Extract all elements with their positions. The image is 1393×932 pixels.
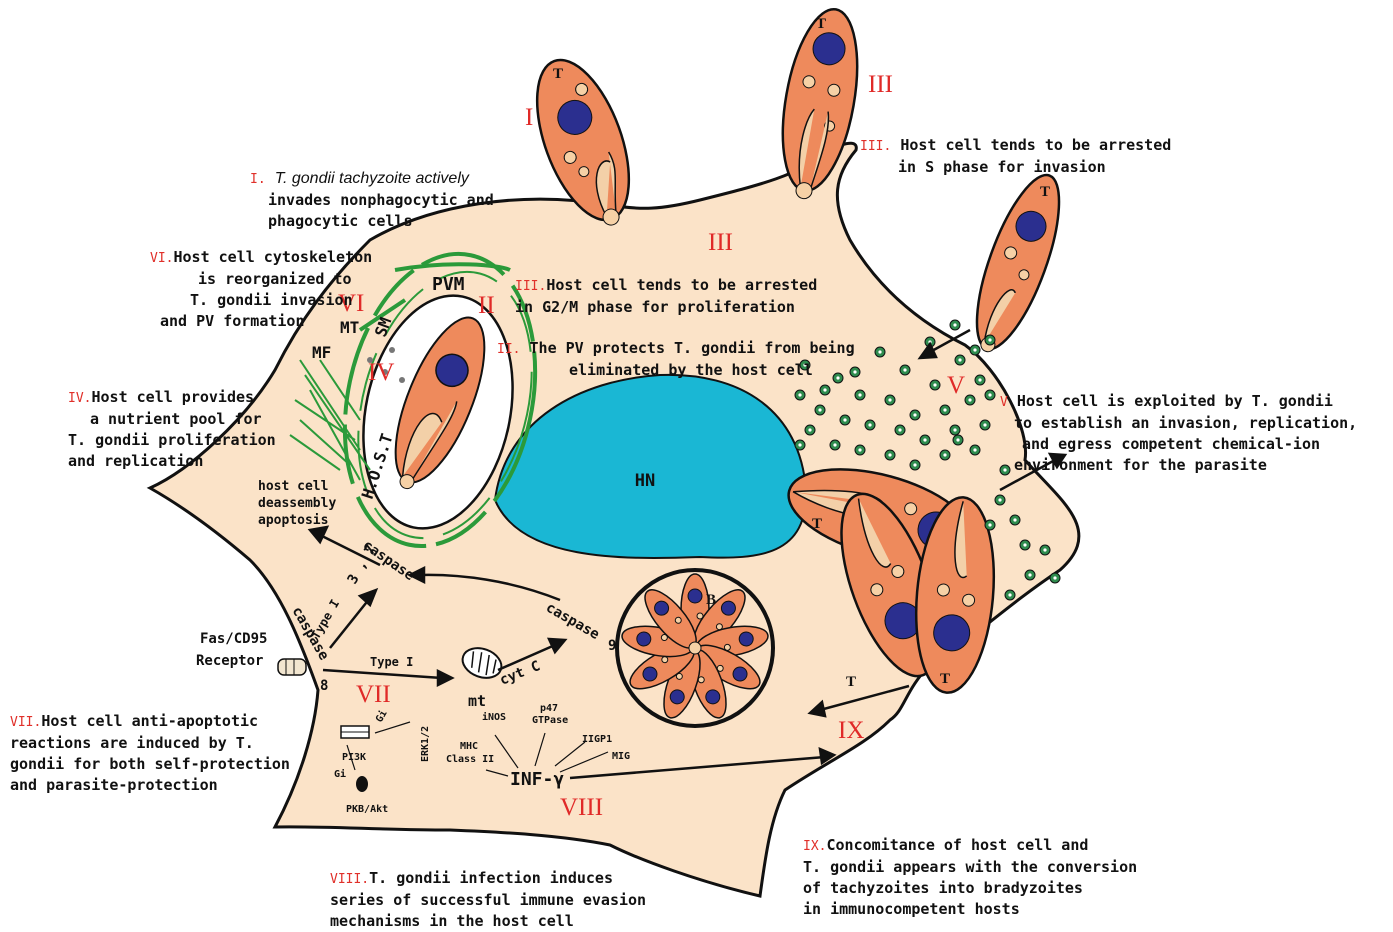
vesicle-core (978, 378, 981, 381)
vesicle-core (943, 408, 946, 411)
vesicle-core (953, 428, 956, 431)
inos-label: iNOS (482, 711, 506, 723)
parasite-2-t: T (816, 16, 826, 32)
pkb-icon (356, 776, 368, 792)
caption-III-S: III. Host cell tends to be arrested in S… (860, 114, 1171, 178)
caption-VIII: VIII.T. gondii infection induces series … (330, 847, 646, 932)
vesicle-core (968, 398, 971, 401)
caption-VII: VII.Host cell anti-apoptotic reactions a… (10, 690, 290, 796)
parasite-1-t: T (553, 66, 563, 82)
marker-I: I (525, 104, 533, 131)
vesicle-core (913, 463, 916, 466)
vesicle-core (956, 438, 959, 441)
marker-V: V (947, 372, 965, 399)
marker-VIII: VIII (560, 794, 603, 821)
vesicle-core (988, 393, 991, 396)
mito-label: mt (468, 692, 486, 710)
parasite-3-t: T (1040, 184, 1050, 200)
caspase-8-num: 8 (320, 678, 328, 694)
vesicle-core (808, 428, 811, 431)
vesicle-core (923, 438, 926, 441)
vesicle-core (943, 453, 946, 456)
type-1-label-b: Type I (370, 655, 413, 669)
membrane-receptor-icon (341, 726, 369, 738)
inf-gamma-label: INF-γ (510, 769, 564, 790)
vesicle-core (868, 423, 871, 426)
vesicle-core (973, 348, 976, 351)
vesicle-core (953, 323, 956, 326)
vesicle-core (1008, 593, 1011, 596)
parasite-egress-1-t: T (812, 516, 822, 532)
caption-II: II. The PV protects T. gondii from being… (497, 317, 855, 381)
caption-IX: IX.Concomitance of host cell and T. gond… (803, 814, 1137, 920)
marker-IX: IX (838, 717, 864, 744)
vesicle-core (1013, 518, 1016, 521)
vesicle-core (798, 393, 801, 396)
vesicle-core (973, 448, 976, 451)
marker-II: II (478, 292, 495, 319)
caption-I: I. T. gondii tachyzoite actively invades… (250, 147, 494, 232)
vesicle-core (858, 393, 861, 396)
vesicle-core (983, 423, 986, 426)
vesicle-core (823, 388, 826, 391)
vesicle-core (843, 418, 846, 421)
vesicle-core (913, 413, 916, 416)
vesicle-core (958, 358, 961, 361)
vesicle-core (1053, 576, 1056, 579)
erk-label: ERK1/2 (420, 726, 431, 762)
vesicle-core (1023, 543, 1026, 546)
marker-III-mid: III (708, 229, 733, 256)
vesicle-core (858, 448, 861, 451)
parasite-invading-3 (959, 166, 1076, 361)
marker-VII: VII (356, 681, 391, 708)
gi-label-2: Gi (334, 768, 346, 780)
vesicle-core (833, 443, 836, 446)
mig-label: MIG (612, 751, 630, 762)
marker-IV: IV (368, 359, 394, 386)
host-nucleus-label: HN (635, 471, 655, 491)
vesicle-core (988, 523, 991, 526)
vesicle-core (903, 368, 906, 371)
pkb-label: PKB/Akt (346, 804, 388, 815)
parasite-egress-2-t: T (846, 674, 856, 690)
cyst-b-label: B (706, 592, 716, 608)
iigp1-label: IIGP1 (582, 734, 612, 745)
caption-VI: VI.Host cell cytoskeleton is reorganized… (150, 226, 372, 332)
vesicle-core (898, 428, 901, 431)
caption-V: V Host cell is exploited by T. gondii to… (1000, 370, 1357, 476)
caspase-9-num: 9 (608, 638, 616, 654)
fas-label: Fas/CD95 Receptor (196, 631, 276, 669)
receptor-icon (278, 659, 306, 675)
marker-III-top: III (868, 71, 893, 98)
vesicle-core (798, 443, 801, 446)
vesicle-core (998, 498, 1001, 501)
vesicle-core (818, 408, 821, 411)
pi3k-label: PI3K (342, 752, 366, 763)
vesicle-core (1043, 548, 1046, 551)
vesicle-core (878, 350, 881, 353)
mf-label: MF (312, 343, 331, 362)
cyst-center (689, 642, 701, 654)
caption-III-G2M: III.Host cell tends to be arrested in G2… (515, 254, 817, 318)
vesicle-core (888, 398, 891, 401)
vesicle-core (888, 453, 891, 456)
vesicle-core (933, 383, 936, 386)
vesicle-core (1028, 573, 1031, 576)
pvm-label: PVM (432, 274, 465, 295)
caption-IV: IV.Host cell provides a nutrient pool fo… (68, 366, 276, 472)
parasite-egress-3-t: T (940, 671, 950, 687)
vesicle-core (988, 338, 991, 341)
